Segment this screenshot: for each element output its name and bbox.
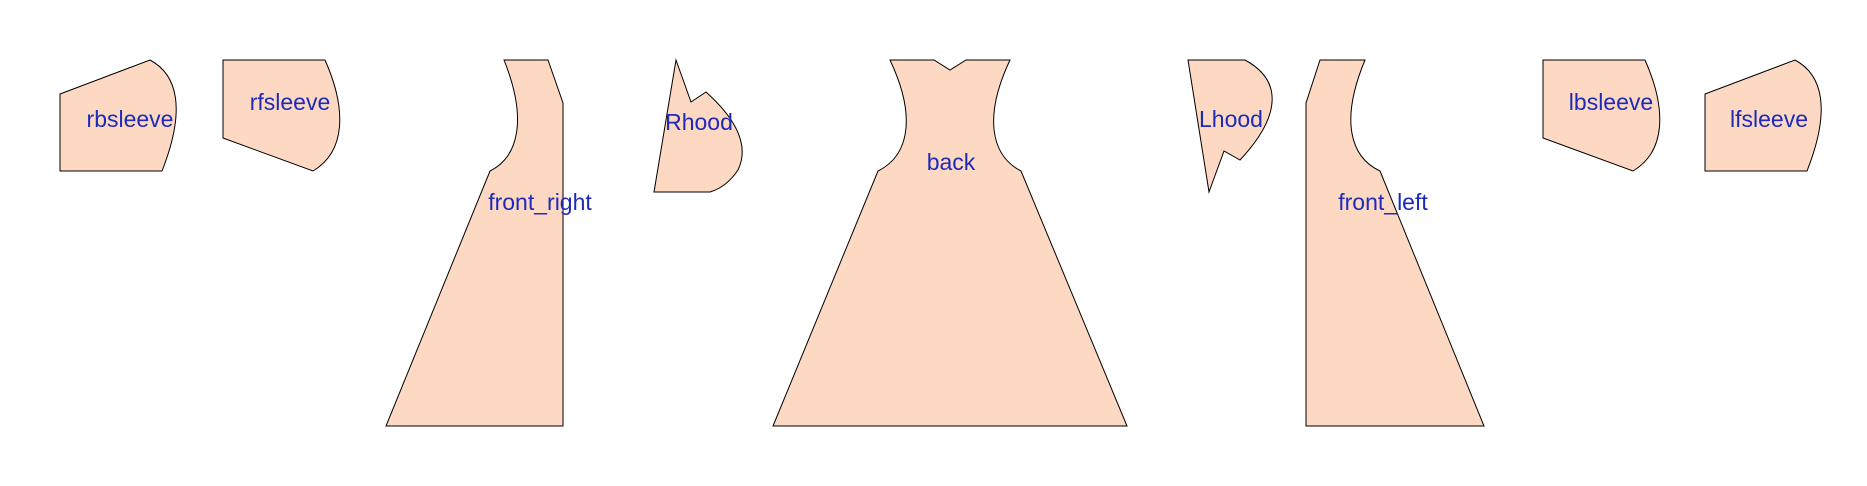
- rfsleeve-label: rfsleeve: [250, 89, 331, 115]
- front_right-shape: [385, 59, 564, 427]
- rhood-label: Rhood: [665, 109, 733, 135]
- piece-rfsleeve: rfsleeve: [222, 59, 341, 172]
- lbsleeve-shape: [1542, 59, 1661, 172]
- piece-front_right: front_right: [385, 59, 592, 427]
- rfsleeve-shape: [222, 59, 341, 172]
- piece-lfsleeve: lfsleeve: [1704, 59, 1822, 172]
- front_right-label: front_right: [488, 189, 592, 215]
- piece-rbsleeve: rbsleeve: [59, 59, 177, 172]
- piece-rhood: Rhood: [653, 58, 743, 193]
- front_left-shape: [1305, 59, 1485, 427]
- piece-front_left: front_left: [1305, 59, 1485, 427]
- rbsleeve-shape: [59, 59, 177, 172]
- lhood-label: Lhood: [1199, 106, 1263, 132]
- lhood-shape: [1187, 59, 1273, 194]
- lfsleeve-label: lfsleeve: [1730, 106, 1808, 132]
- rbsleeve-label: rbsleeve: [87, 106, 174, 132]
- back-shape: [772, 59, 1128, 427]
- back-label: back: [927, 149, 976, 175]
- rhood-shape: [653, 58, 743, 193]
- piece-lhood: Lhood: [1187, 59, 1273, 194]
- piece-lbsleeve: lbsleeve: [1542, 59, 1661, 172]
- piece-back: back: [772, 59, 1128, 427]
- lfsleeve-shape: [1704, 59, 1822, 172]
- front_left-label: front_left: [1338, 189, 1428, 215]
- lbsleeve-label: lbsleeve: [1569, 89, 1653, 115]
